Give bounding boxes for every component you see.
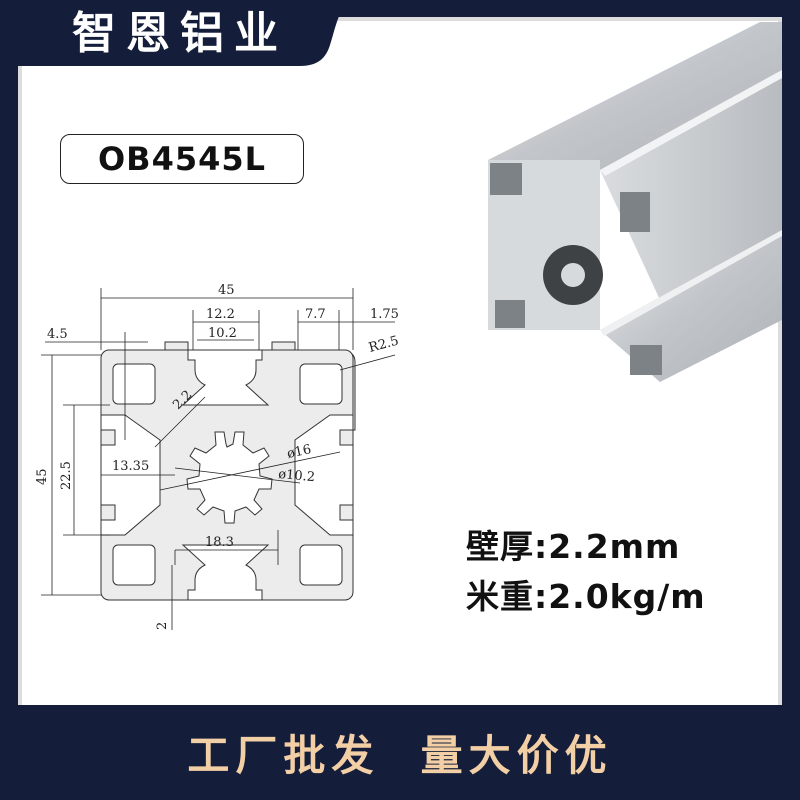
brand-title: 智恩铝业 [72,8,288,59]
dim-slot-inner: 10.2 [208,326,237,341]
dim-outer-diameter: ø16 [286,442,313,462]
dim-edge-margin: 4.5 [47,327,68,342]
dim-core-offset: 13.35 [112,459,149,474]
spec-wall-thickness: 壁厚:2.2mm [466,527,681,566]
dim-lip: 2 [155,622,170,630]
footer-banner: 工厂批发 量大价优 [0,705,800,800]
footer-slogan: 工厂批发 量大价优 [187,731,613,780]
dim-corner-radius: R2.5 [367,333,400,355]
model-number: OB4545L [97,140,267,178]
profile-technical-drawing: 45 12.2 10.2 7.7 1.75 R2.5 4.5 2.2 45 22… [35,283,400,630]
spec-weight-per-meter: 米重:2.0kg/m [466,577,706,616]
dim-edge-offset: 1.75 [370,307,399,322]
dim-cavity-width: 7.7 [305,307,326,322]
dim-inner-diameter: ø10.2 [278,467,316,485]
profile-product-photo [488,22,782,382]
brand-tab [0,0,350,66]
dim-core-span: 18.3 [205,535,234,550]
dim-slot-outer: 12.2 [206,307,235,322]
dim-half-height: 22.5 [59,461,74,490]
dim-overall-width: 45 [218,283,235,298]
model-label: OB4545L [60,134,304,184]
spec-list: 壁厚:2.2mm 米重:2.0kg/m [466,522,706,622]
dim-overall-height: 45 [35,468,50,485]
